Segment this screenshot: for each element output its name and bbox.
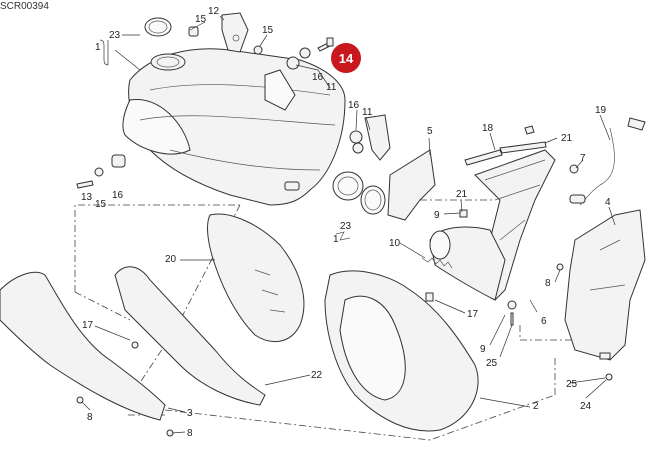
label-5: 5 [427,126,433,137]
label-22: 22 [311,370,323,381]
diagram-code: SCR00394 [0,1,49,12]
label-12: 12 [208,6,220,17]
highlight-label[interactable]: 14 [339,51,354,66]
fasteners-top [188,26,334,70]
label-11a: 11 [326,82,337,93]
header-rods [464,125,547,166]
fasteners-left [76,154,126,189]
lambda-sensor [569,117,646,206]
label-23b: 23 [340,221,352,232]
label-6: 6 [541,316,547,327]
label-20: 20 [165,254,177,265]
spring-mount [349,114,391,161]
label-19: 19 [595,105,607,116]
spring-10 [421,257,453,269]
label-13: 13 [81,192,93,203]
label-17b: 17 [467,309,479,320]
clamp-ring-middle [332,171,386,241]
label-21b: 21 [456,189,468,200]
label-10: 10 [389,238,401,249]
label-11b: 11 [362,107,373,118]
leader-lines [81,15,616,434]
heat-guard-20 [207,213,305,343]
label-16a: 16 [312,72,324,83]
shield-22 [114,266,266,406]
label-16b: 16 [348,100,360,111]
label-9b: 9 [480,344,486,355]
label-7: 7 [580,153,586,164]
label-8c: 8 [545,278,551,289]
label-23a: 23 [109,30,121,41]
highlight-callout-14[interactable]: 14 [331,43,361,73]
muffler-bracket [221,12,249,53]
part-labels: SCR00394 1 23 15 12 15 16 11 16 11 5 18 … [0,1,611,439]
label-21a: 21 [561,133,573,144]
label-8b: 8 [87,412,93,423]
label-2: 2 [533,401,539,412]
label-1a: 1 [95,42,101,53]
label-25a: 25 [486,358,498,369]
lower-shield-2 [324,270,479,432]
label-15a: 15 [195,14,207,25]
highlight-badge[interactable] [331,43,361,73]
label-1b: 1 [333,234,339,245]
label-18: 18 [482,123,494,134]
label-3: 3 [187,408,193,419]
label-17a: 17 [82,320,94,331]
clamp-ring-top [144,17,172,37]
label-8a: 8 [187,428,193,439]
label-15c: 15 [95,199,107,210]
label-4: 4 [605,197,611,208]
label-25b: 25 [566,379,578,390]
label-15b: 15 [262,25,274,36]
collector-pipe [429,226,506,301]
label-9a: 9 [434,210,440,221]
belly-panel-3 [0,271,166,421]
nut-7 [569,164,579,174]
label-24: 24 [580,401,592,412]
label-16c: 16 [112,190,124,201]
heat-shield-4 [564,209,646,361]
heat-shield-5 [387,149,436,221]
muffler-body [122,48,346,206]
fasteners-bottom [76,209,613,437]
